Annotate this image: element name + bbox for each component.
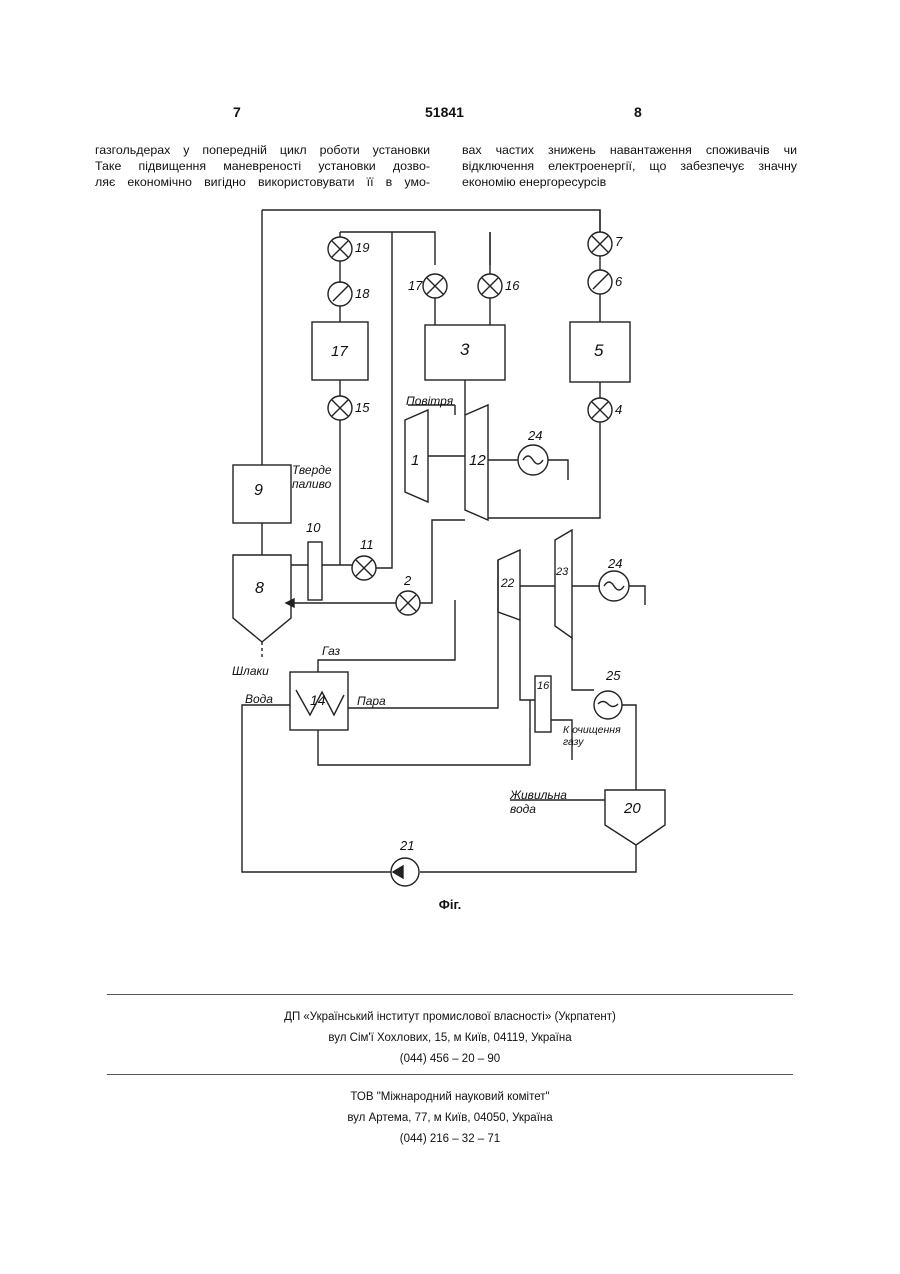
num-17: 17	[331, 343, 348, 360]
num-10: 10	[306, 520, 320, 535]
generator-24a	[518, 445, 548, 475]
num-23: 23	[556, 566, 568, 578]
generator-24b	[599, 571, 629, 601]
num-24b: 24	[608, 556, 622, 571]
figure-caption: Фіг.	[0, 897, 900, 912]
label-feed-water: Живильна вода	[510, 788, 570, 816]
label-slag: Шлаки	[232, 664, 269, 678]
num-5: 5	[594, 341, 603, 361]
valve-15	[328, 396, 352, 420]
valve-19	[328, 237, 352, 261]
num-12: 12	[469, 452, 486, 469]
num-16: 16	[505, 278, 519, 293]
num-18: 18	[355, 286, 369, 301]
text-line: Таке підвищення маневреності установки д…	[95, 159, 430, 175]
label-water: Вода	[245, 692, 273, 706]
unit-10	[308, 542, 322, 600]
steam-turbine-23	[555, 530, 572, 638]
num-20: 20	[624, 800, 641, 817]
label-gas: Газ	[322, 644, 340, 658]
left-text-column: газгольдерах у попередній цикл роботи ус…	[95, 143, 430, 190]
patent-number: 51841	[425, 104, 464, 120]
pipe-top	[262, 210, 600, 232]
text-line: відключення електроенергії, що забезпечу…	[462, 159, 797, 175]
valve-11	[352, 556, 376, 580]
num-16b: 16	[537, 680, 549, 692]
valve-2	[396, 591, 420, 615]
num-15: 15	[355, 400, 369, 415]
text-line: вах частих знижень навантаження споживач…	[462, 143, 797, 159]
valve-7	[588, 232, 612, 256]
num-21: 21	[400, 838, 414, 853]
text-line: економію енергоресурсів	[462, 175, 797, 191]
plant-schematic	[0, 195, 900, 895]
deaerator-20	[605, 790, 665, 845]
label-solid-fuel: Тверде паливо	[292, 463, 342, 491]
gasifier-8	[233, 555, 291, 642]
text-line: ляє економічно вигідно використовувати ї…	[95, 175, 430, 191]
num-7: 7	[615, 234, 622, 249]
org1-name: ДП «Український інститут промислової вла…	[0, 1011, 900, 1023]
num-4: 4	[615, 402, 622, 417]
num-2: 2	[404, 573, 411, 588]
pump-21	[391, 858, 419, 886]
label-gas-cleaning: К очищення газу	[563, 724, 629, 748]
num-17b: 17	[408, 278, 422, 293]
num-3: 3	[460, 340, 469, 360]
num-1: 1	[411, 452, 419, 469]
gauge-6	[588, 270, 612, 294]
left-page-number: 7	[233, 104, 241, 120]
num-11: 11	[360, 537, 374, 552]
gas-pipe	[318, 600, 455, 672]
right-text-column: вах частих знижень навантаження споживач…	[462, 143, 797, 190]
num-24a: 24	[528, 428, 542, 443]
org2-address: вул Артема, 77, м Київ, 04050, Україна	[0, 1112, 900, 1124]
org1-address: вул Сім'ї Хохлових, 15, м Київ, 04119, У…	[0, 1032, 900, 1044]
label-air: Повітря	[406, 394, 453, 408]
org2-phone: (044) 216 – 32 – 71	[0, 1133, 900, 1145]
org2-name: ТОВ "Міжнародний науковий комітет"	[0, 1091, 900, 1103]
text-line: газгольдерах у попередній цикл роботи ус…	[95, 143, 430, 159]
num-6: 6	[615, 274, 622, 289]
num-14: 14	[310, 692, 326, 708]
footer-rule-top	[107, 994, 793, 995]
num-19: 19	[355, 240, 369, 255]
right-page-number: 8	[634, 104, 642, 120]
valve-4	[588, 398, 612, 422]
gauge-18	[328, 282, 352, 306]
valve-16	[478, 274, 502, 298]
num-25: 25	[606, 668, 620, 683]
num-22: 22	[501, 576, 514, 590]
label-steam: Пара	[357, 694, 386, 708]
steam-pipe	[348, 560, 498, 708]
condenser-25	[594, 691, 622, 719]
num-9: 9	[254, 482, 263, 500]
valve-17-top	[423, 274, 447, 298]
org1-phone: (044) 456 – 20 – 90	[0, 1053, 900, 1065]
footer-rule-middle	[107, 1074, 793, 1075]
num-8: 8	[255, 580, 264, 598]
